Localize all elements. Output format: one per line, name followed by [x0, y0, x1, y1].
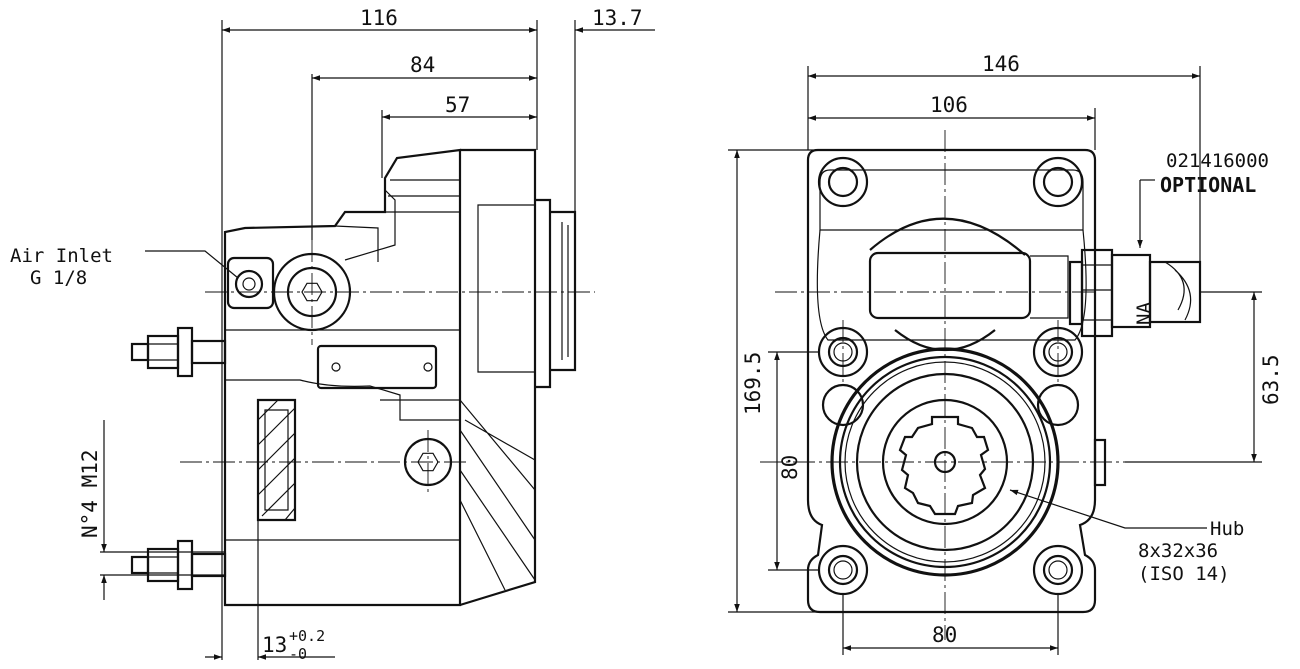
optional-label: OPTIONAL	[1160, 173, 1256, 197]
dim-13-7: 13.7	[592, 6, 643, 30]
dim-116: 116	[360, 6, 398, 30]
dim-169-5: 169.5	[741, 352, 765, 415]
dim-13-tolerance-minus: -0	[289, 645, 307, 663]
dim-80-vertical: 80	[778, 455, 802, 480]
dim-57: 57	[445, 93, 470, 117]
stud-upper	[130, 326, 227, 378]
dim-146: 146	[982, 52, 1020, 76]
part-number-label: 021416000	[1166, 150, 1269, 172]
air-inlet-label: Air Inlet	[10, 245, 113, 267]
dim-84: 84	[410, 53, 435, 77]
stud-lower	[130, 539, 227, 591]
hub-standard-label: (ISO 14)	[1138, 563, 1230, 585]
bolts-label: N°4 M12	[78, 449, 102, 538]
front-view: 146 106 169.5 80 63.5 80 Hub 8x32x36 (IS…	[728, 52, 1283, 655]
side-view: 116 13.7 84 57 N°4 M12 Air Inlet G 1/8 1…	[10, 6, 655, 663]
dim-13: 13	[262, 633, 287, 657]
dim-13-tolerance-plus: +0.2	[289, 627, 325, 645]
air-inlet-thread-label: G 1/8	[30, 267, 87, 289]
dim-63-5: 63.5	[1259, 354, 1283, 405]
dim-80-bottom: 80	[932, 623, 957, 647]
hub-spline-label: 8x32x36	[1138, 540, 1218, 562]
hub-label: Hub	[1210, 518, 1244, 540]
dim-106: 106	[930, 93, 968, 117]
na-label: NA	[1133, 302, 1155, 325]
